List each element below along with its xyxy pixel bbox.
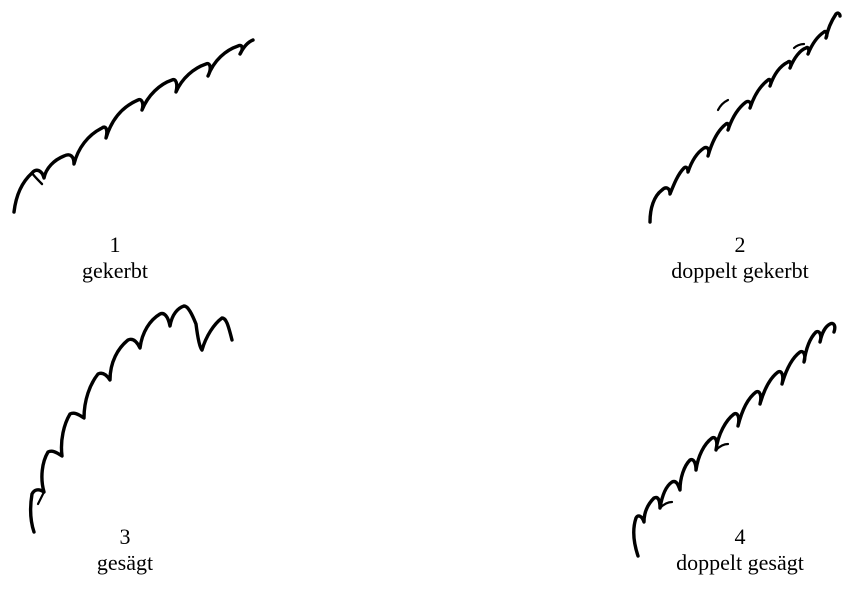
figure-label-4: doppelt gesägt [676,550,804,575]
figure-4: 4 doppelt gesägt [600,300,850,614]
figure-number-4: 4 [734,524,746,549]
caption-4: 4 doppelt gesägt [630,524,850,576]
figure-2: 2 doppelt gekerbt [600,0,850,300]
figure-number-3: 3 [119,524,131,549]
figure-1: 1 gekerbt [0,0,300,300]
crenate-edge-drawing [12,38,255,214]
figure-number-2: 2 [734,232,746,257]
serrate-edge-drawing [28,304,234,534]
figure-label-1: gekerbt [82,258,148,283]
figure-3: 3 gesägt [0,300,300,614]
doubly-crenate-edge-drawing [648,11,842,224]
figure-label-2: doppelt gekerbt [671,258,809,283]
figure-number-1: 1 [109,232,121,257]
caption-2: 2 doppelt gekerbt [630,232,850,284]
doubly-serrate-edge-drawing [632,321,837,558]
caption-3: 3 gesägt [50,524,200,576]
figure-label-3: gesägt [96,550,154,575]
caption-1: 1 gekerbt [40,232,190,284]
